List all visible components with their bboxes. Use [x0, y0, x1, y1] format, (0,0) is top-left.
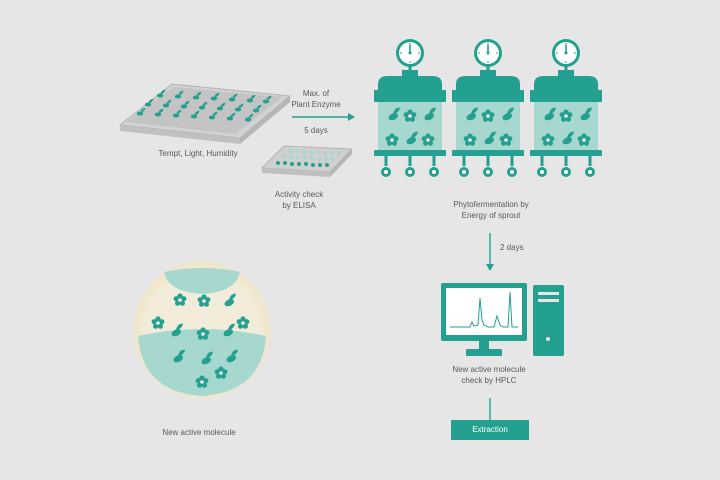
elisa-label-line2: by ELISA [282, 201, 316, 210]
hplc-label-line2: check by HPLC [461, 376, 517, 385]
hplc-label-line1: New active molecule [452, 365, 526, 374]
enzyme-label-line2: Plant Enzyme [291, 100, 341, 109]
enzyme-label-line1: Max. of [302, 89, 330, 98]
two-days-label: 2 days [500, 243, 524, 252]
ferment-label-line2: Energy of sprout [461, 211, 521, 220]
hplc-computer [441, 283, 564, 356]
arrow-to-hplc [486, 233, 494, 271]
molecule-bowl [130, 258, 274, 402]
elisa-plate [260, 145, 354, 177]
germination-tray [118, 83, 292, 144]
molecule-label: New active molecule [162, 428, 236, 437]
ferment-label-line1: Phytofermentation by [453, 200, 529, 209]
five-days-label: 5 days [304, 126, 328, 135]
arrow-to-tanks [292, 113, 355, 121]
fermentation-tank-1 [374, 39, 446, 177]
tray-label: Tempt, Light, Humidity [158, 149, 238, 158]
elisa-label-line1: Activity check [274, 190, 324, 199]
extraction-button[interactable]: Extraction [451, 420, 529, 440]
fermentation-tank-3 [530, 39, 602, 177]
fermentation-tank-2 [452, 39, 524, 177]
